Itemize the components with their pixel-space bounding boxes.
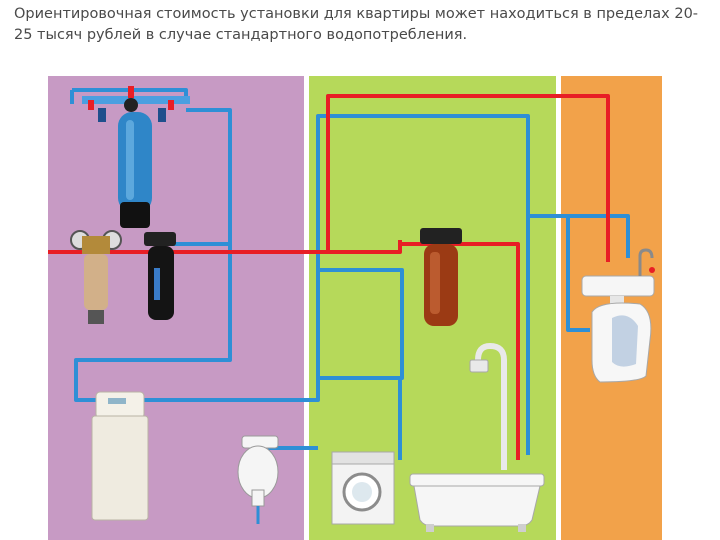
water-heater-icon	[591, 302, 652, 383]
room-divider-2	[556, 76, 561, 540]
toilet-icon	[237, 435, 279, 524]
sink-icon	[581, 275, 655, 306]
washing-machine-icon	[331, 451, 395, 525]
cold-water-pipes	[70, 88, 630, 460]
black-cartridge-filter-icon	[144, 232, 176, 320]
filter-column-icon	[118, 112, 152, 228]
manifold-icon	[82, 86, 190, 122]
room-divider-1	[304, 76, 309, 540]
bathtub-icon	[409, 473, 545, 532]
pressure-reducer-filter-icon	[70, 230, 122, 324]
orange-cartridge-filter-icon	[420, 228, 462, 326]
faucet-icon	[638, 248, 655, 276]
shower-head-icon	[469, 342, 507, 470]
softener-unit-icon	[91, 391, 149, 521]
caption-text: Ориентировочная стоимость установки для …	[14, 6, 699, 43]
